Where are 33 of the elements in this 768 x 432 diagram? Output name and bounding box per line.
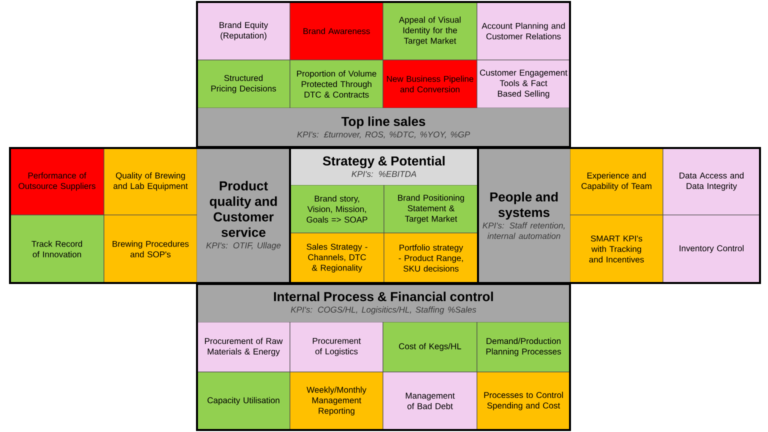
factor-cell: New Business Pipeline and Conversion: [382, 60, 478, 108]
factor-cell: Procurement of Raw Materials & Energy: [196, 322, 290, 372]
panel-header: Top line sales KPI's: £turnover, ROS, %DTC, %YOY, %GP: [197, 108, 570, 147]
panel-header: People and systems KPI's: Staff retention, internal automation: [478, 148, 570, 283]
factor-cell: Structured Pricing Decisions: [196, 60, 290, 108]
factor-cell: Brand Equity (Reputation): [196, 2, 290, 60]
panel-header: Internal Process & Financial control KPI's: COGS/HL, Logisitics/HL, Staffing %Sales: [197, 284, 570, 322]
factor-cell: Performance of Outsource Suppliers: [10, 148, 104, 216]
factor-cell: Brewing Procedures and SOP's: [104, 214, 198, 284]
factor-cell: Account Planning and Customer Relations: [476, 2, 570, 60]
panel-header: Strategy & Potential KPI's: %EBITDA: [290, 148, 478, 185]
factor-cell: Inventory Control: [662, 214, 760, 284]
factor-cell: Procurement of Logistics: [290, 322, 384, 372]
factor-cell: Experience and Capability of Team: [570, 148, 664, 216]
factor-cell: Data Access and Data Integrity: [662, 148, 760, 216]
factor-cell: Cost of Kegs/HL: [382, 322, 478, 372]
factor-cell: Weekly/Monthly Management Reporting: [290, 372, 384, 430]
factor-cell: Brand Positioning Statement & Target Market: [384, 184, 478, 234]
factor-cell: SMART KPI's with Tracking and Incentives: [570, 214, 664, 284]
factor-cell: Capacity Utilisation: [196, 372, 290, 430]
panel-header: Product quality and Customer service KPI's: OTIF, Ullage: [197, 148, 290, 283]
factor-cell: Sales Strategy - Channels, DTC & Regionality: [290, 232, 384, 284]
factor-cell: Management of Bad Debt: [382, 372, 478, 430]
factor-cell: Demand/Production Planning Processes: [476, 322, 570, 372]
factor-cell: Appeal of Visual Identity for the Target Market: [382, 2, 478, 60]
factor-cell: Portfolio strategy - Product Range, SKU decisions: [384, 232, 478, 284]
factor-cell: Proportion of Volume Protected Through DTC & Contracts: [290, 60, 384, 108]
factor-cell: Customer Engagement Tools & Fact Based Selling: [476, 60, 570, 108]
factor-cell: Brand Awareness: [290, 2, 384, 60]
factor-cell: Brand story, Vision, Mission, Goals => SOAP: [290, 184, 384, 234]
factor-cell: Track Record of Innovation: [10, 214, 104, 284]
factor-cell: Processes to Control Spending and Cost: [476, 372, 570, 430]
factor-cell: Quality of Brewing and Lab Equipment: [104, 148, 198, 216]
